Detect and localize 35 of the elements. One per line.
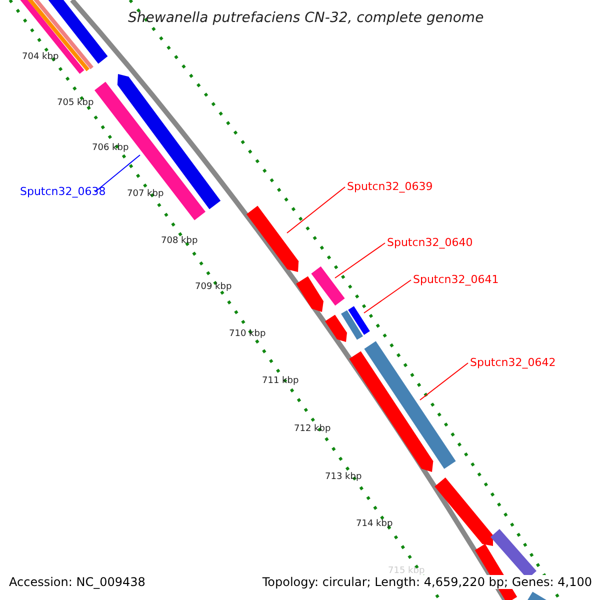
footer-text: Topology: circular; Length: 4,659,220 bp; Genes: 4,100 (262, 575, 592, 589)
scale-label: 710 kbp (229, 329, 266, 339)
scale-label: 713 kbp (325, 472, 362, 482)
scale-label: 714 kbp (356, 519, 393, 529)
gene-feature (341, 310, 363, 340)
gene-feature (349, 351, 434, 472)
scale-label: 712 kbp (294, 424, 331, 434)
gene-feature (527, 592, 548, 600)
scale-label: 709 kbp (195, 282, 232, 292)
leader-line (334, 242, 386, 278)
leader-line (364, 280, 412, 314)
gene-label: Sputcn32_0638 (20, 185, 106, 198)
leader-line (94, 154, 140, 192)
gene-feature (325, 314, 347, 342)
gene-feature (18, 0, 84, 74)
scale-label: 708 kbp (161, 236, 198, 246)
gene-feature (296, 276, 324, 312)
scale-label: 706 kbp (92, 143, 129, 153)
gene-label: Sputcn32_0639 (347, 180, 433, 193)
gene-feature (364, 341, 456, 469)
scale-label: 711 kbp (262, 376, 299, 386)
gene-label: Sputcn32_0641 (413, 273, 499, 286)
gene-feature (348, 306, 370, 335)
scale-label: 704 kbp (22, 52, 59, 62)
gene-feature (311, 266, 345, 306)
scale-label: 705 kbp (57, 98, 94, 108)
gene-label: Sputcn32_0640 (387, 236, 473, 249)
gene-feature (434, 478, 493, 546)
gene-label: Sputcn32_0642 (470, 356, 556, 369)
footer-text: Accession: NC_009438 (9, 575, 146, 589)
leader-line (286, 186, 346, 234)
scale-label: 707 kbp (127, 189, 164, 199)
title: Shewanella putrefaciens CN-32, complete genome (128, 10, 484, 26)
leader-line (420, 362, 468, 400)
gene-feature (246, 206, 299, 272)
